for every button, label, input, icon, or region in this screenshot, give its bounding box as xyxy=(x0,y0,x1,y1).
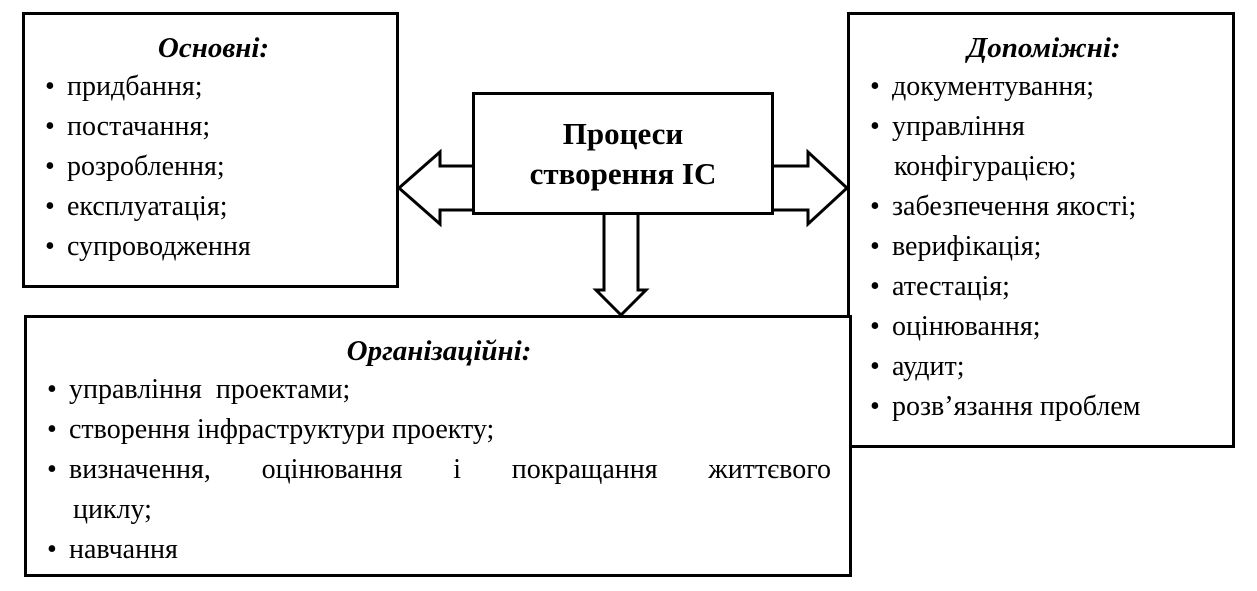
bullet-icon: • xyxy=(870,111,880,142)
list-item: •навчання xyxy=(47,530,831,570)
list-item-continuation: циклу; xyxy=(73,494,152,525)
organizational-processes-box: Організаційні: •управління проектами; •с… xyxy=(24,315,852,577)
list-item: •визначення, оцінювання і покращання жит… xyxy=(47,450,831,490)
list-item: •розроблення; xyxy=(45,147,382,187)
bullet-icon: • xyxy=(870,311,880,342)
auxiliary-processes-list: •документування; •управління конфігураці… xyxy=(870,67,1218,427)
list-item: •забезпечення якості; xyxy=(870,187,1218,227)
bullet-icon: • xyxy=(45,111,55,142)
center-process-title: Процеси створення ІС xyxy=(529,115,717,191)
bullet-icon: • xyxy=(45,231,55,262)
arrow-left xyxy=(396,148,472,228)
bullet-icon: • xyxy=(47,414,57,445)
list-item: •супроводження xyxy=(45,227,382,267)
bullet-icon: • xyxy=(870,71,880,102)
list-item: •документування; xyxy=(870,67,1218,107)
auxiliary-processes-box: Допоміжні: •документування; •управління … xyxy=(847,12,1235,448)
bullet-icon: • xyxy=(45,151,55,182)
main-processes-box: Основні: •придбання; •постачання; •розро… xyxy=(22,12,399,288)
arrow-down xyxy=(592,215,650,318)
list-item: •верифікація; xyxy=(870,227,1218,267)
main-processes-title: Основні: xyxy=(157,32,270,64)
auxiliary-processes-title: Допоміжні: xyxy=(967,32,1121,64)
list-item-continuation: конфігурацією; xyxy=(894,151,1077,182)
list-item: •управління xyxy=(870,107,1218,147)
main-processes-list: •придбання; •постачання; •розроблення; •… xyxy=(45,67,382,267)
bullet-icon: • xyxy=(870,271,880,302)
bullet-icon: • xyxy=(870,231,880,262)
list-item: •розв’язання проблем xyxy=(870,387,1218,427)
list-item: •аудит; xyxy=(870,347,1218,387)
bullet-icon: • xyxy=(870,191,880,222)
list-item: •оцінювання; xyxy=(870,307,1218,347)
list-item: •управління проектами; xyxy=(47,370,831,410)
bullet-icon: • xyxy=(47,534,57,565)
center-process-box: Процеси створення ІС xyxy=(472,92,774,215)
list-item: •постачання; xyxy=(45,107,382,147)
bullet-icon: • xyxy=(45,71,55,102)
list-item: •створення інфраструктури проекту; xyxy=(47,410,831,450)
organizational-processes-list: •управління проектами; •створення інфрас… xyxy=(47,370,831,570)
bullet-icon: • xyxy=(45,191,55,222)
bullet-icon: • xyxy=(870,391,880,422)
arrow-right xyxy=(774,148,850,228)
list-item: •атестація; xyxy=(870,267,1218,307)
bullet-icon: • xyxy=(47,454,57,485)
bullet-icon: • xyxy=(47,374,57,405)
organizational-processes-title: Організаційні: xyxy=(346,335,532,367)
list-item: •придбання; xyxy=(45,67,382,107)
list-item: •експлуатація; xyxy=(45,187,382,227)
bullet-icon: • xyxy=(870,351,880,382)
